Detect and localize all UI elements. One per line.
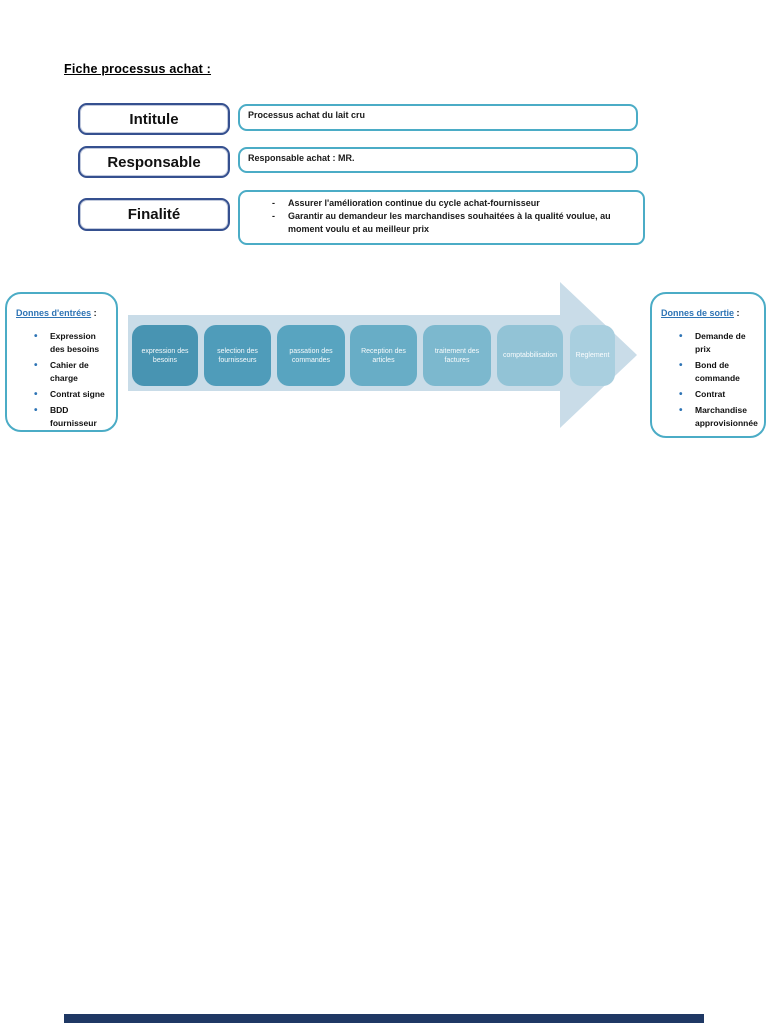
process-step-5: traitement des factures: [423, 325, 491, 386]
process-step-2: selection des fournisseurs: [204, 325, 271, 386]
field-value-finalite: Assurer l'amélioration continue du cycle…: [238, 190, 645, 245]
page-title: Fiche processus achat :: [64, 62, 212, 76]
list-item: Bond de commande: [679, 359, 759, 385]
process-step-6: comptabbilisation: [497, 325, 563, 386]
field-label-finalite-text: Finalité: [127, 206, 181, 223]
field-label-intitule: Intitule: [78, 103, 230, 135]
finalite-bullet: Garantir au demandeur les marchandises s…: [270, 210, 633, 236]
footer-bar: [64, 1014, 704, 1023]
list-item: BDD fournisseur: [34, 404, 111, 430]
field-value-intitule-text: Processus achat du lait cru: [248, 110, 366, 120]
field-label-intitule-text: Intitule: [129, 110, 179, 128]
inputs-list: Expression des besoins Cahier de charge …: [34, 330, 111, 430]
field-label-finalite: Finalité: [78, 198, 230, 231]
list-item: Contrat: [679, 388, 759, 401]
list-item: Demande de prix: [679, 330, 759, 356]
field-value-responsable: Responsable achat : MR.: [238, 147, 638, 173]
list-item: Marchandise approvisionnée: [679, 404, 759, 430]
field-label-responsable: Responsable: [78, 146, 230, 178]
process-step-7: Reglement: [570, 325, 615, 386]
finalite-bullet-list: Assurer l'amélioration continue du cycle…: [270, 197, 633, 236]
list-item: Contrat signe: [34, 388, 111, 401]
process-step-4: Reception des articles: [350, 325, 417, 386]
finalite-bullet: Assurer l'amélioration continue du cycle…: [270, 197, 633, 210]
outputs-panel-title: Donnes de sortie: [661, 308, 735, 318]
outputs-list: Demande de prix Bond de commande Contrat…: [679, 330, 759, 430]
list-item: Cahier de charge: [34, 359, 111, 385]
outputs-panel: Donnes de sortie : Demande de prix Bond …: [650, 292, 766, 438]
outputs-panel-title-colon: :: [734, 308, 740, 318]
inputs-panel-title-colon: :: [91, 308, 97, 318]
inputs-panel-title: Donnes d'entrées: [16, 308, 92, 318]
list-item: Expression des besoins: [34, 330, 111, 356]
inputs-panel: Donnes d'entrées : Expression des besoin…: [5, 292, 118, 432]
field-label-responsable-text: Responsable: [107, 153, 201, 171]
process-step-1: expression des besoins: [132, 325, 198, 386]
field-value-responsable-text: Responsable achat : MR.: [248, 153, 355, 163]
process-step-3: passation des commandes: [277, 325, 345, 386]
field-value-intitule: Processus achat du lait cru: [238, 104, 638, 131]
